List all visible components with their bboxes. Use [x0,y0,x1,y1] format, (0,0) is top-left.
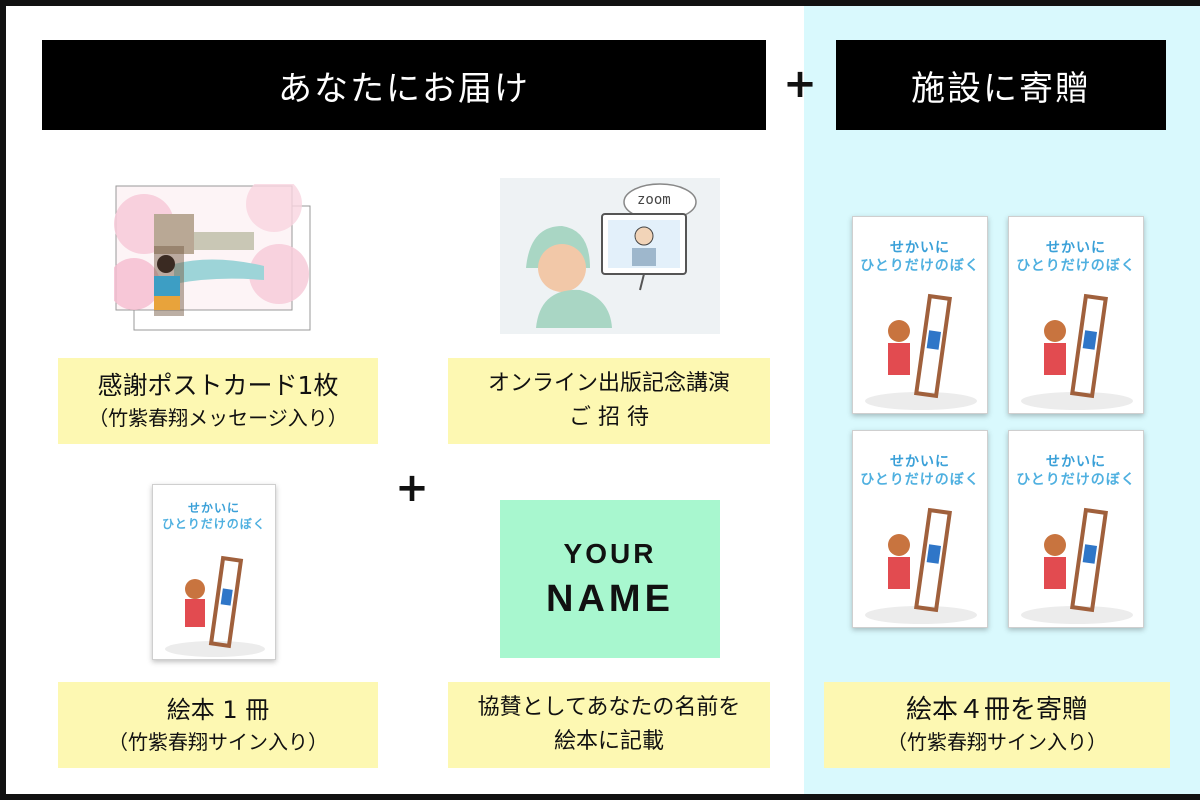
donation-book-3-title1: せかいに [890,454,950,470]
sponsor-label-line1: 協賛としてあなたの名前を [477,695,741,720]
zoom-lecture-image: zoom [500,178,720,334]
donation-book-3: せかいに ひとりだけのぼく [852,430,988,628]
book-title-line2: ひとりだけのぼく [162,517,266,531]
zoom-bubble-text: zoom [637,192,671,208]
name-box-line1: YOUR [563,538,657,569]
donation-book-4: せかいに ひとりだけのぼく [1008,430,1144,628]
header-deliver-to-you: あなたにお届け [42,40,766,130]
donation-label-line1: 絵本４冊を寄贈 [905,695,1088,725]
label-sponsor: 協賛としてあなたの名前を 絵本に記載 [448,682,770,768]
donation-book-4-title1: せかいに [1046,454,1106,470]
postcard-label-line1: 感謝ポストカード1枚 [97,371,339,400]
plus-sign-middle: + [395,465,429,511]
book-label-line1: 絵本 1 冊 [166,696,270,724]
donation-book-2-title2: ひとりだけのぼく [1016,258,1136,274]
book-title-line1: せかいに [187,501,240,515]
postcard-image [108,176,314,334]
name-box-line2: NAME [546,578,674,620]
label-lecture: オンライン出版記念講演 ご 招 待 [448,358,770,444]
donation-book-3-title2: ひとりだけのぼく [860,472,980,488]
postcard-label-line2: （竹紫春翔メッセージ入り） [88,406,348,430]
donation-book-4-title2: ひとりだけのぼく [1016,472,1136,488]
plus-sign-top: + [783,61,817,107]
lecture-label-line2: ご 招 待 [569,405,649,430]
label-postcard: 感謝ポストカード1枚 （竹紫春翔メッセージ入り） [58,358,378,444]
header-right-text: 施設に寄贈 [911,68,1091,109]
header-donate-to-facility: 施設に寄贈 [836,40,1166,130]
book-label-line2: （竹紫春翔サイン入り） [108,730,328,754]
header-left-text: あなたにお届け [278,68,530,109]
donation-book-1: せかいに ひとりだけのぼく [852,216,988,414]
donation-book-2: せかいに ひとりだけのぼく [1008,216,1144,414]
label-book: 絵本 1 冊 （竹紫春翔サイン入り） [58,682,378,768]
donation-book-2-title1: せかいに [1046,240,1106,256]
donation-book-1-title2: ひとりだけのぼく [860,258,980,274]
lecture-label-line1: オンライン出版記念講演 [487,371,730,396]
donation-label-line2: （竹紫春翔サイン入り） [887,730,1107,754]
donation-book-1-title1: せかいに [890,240,950,256]
your-name-box: YOUR NAME [500,500,720,658]
book-cover-single: せかいに ひとりだけのぼく [152,484,276,660]
label-donation: 絵本４冊を寄贈 （竹紫春翔サイン入り） [824,682,1170,768]
sponsor-label-line2: 絵本に記載 [553,729,664,754]
